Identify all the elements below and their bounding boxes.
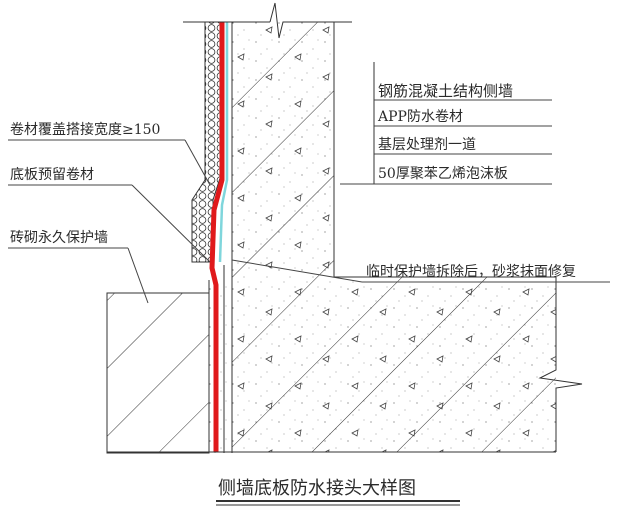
label-primer: 基层处理剂一道 xyxy=(378,136,476,153)
label-brick-wall: 砖砌永久保护墙 xyxy=(10,230,108,246)
label-app-membrane: APP防水卷材 xyxy=(377,109,463,125)
concrete-side-wall xyxy=(232,22,334,277)
label-foam-board: 50厚聚苯乙烯泡沫板 xyxy=(378,165,508,182)
app-membrane xyxy=(209,22,225,452)
break-mark-top xyxy=(269,2,352,39)
diagram-title: 侧墙底板防水接头大样图 xyxy=(218,478,416,499)
foam-board xyxy=(191,21,222,263)
break-mark-right xyxy=(538,277,583,452)
concrete-base-slab xyxy=(232,277,556,452)
label-temp-wall-note: 临时保护墙拆除后，砂浆抹面修复 xyxy=(366,263,576,280)
label-reserved-membrane: 底板预留卷材 xyxy=(10,167,94,183)
label-overlap-width: 卷材覆盖搭接宽度≥150 xyxy=(10,121,160,138)
primer-layer xyxy=(218,22,229,263)
brick-protective-wall xyxy=(106,292,210,454)
mortar-strip xyxy=(209,280,231,453)
label-rc-side-wall: 钢筋混凝土结构侧墙 xyxy=(378,82,513,100)
